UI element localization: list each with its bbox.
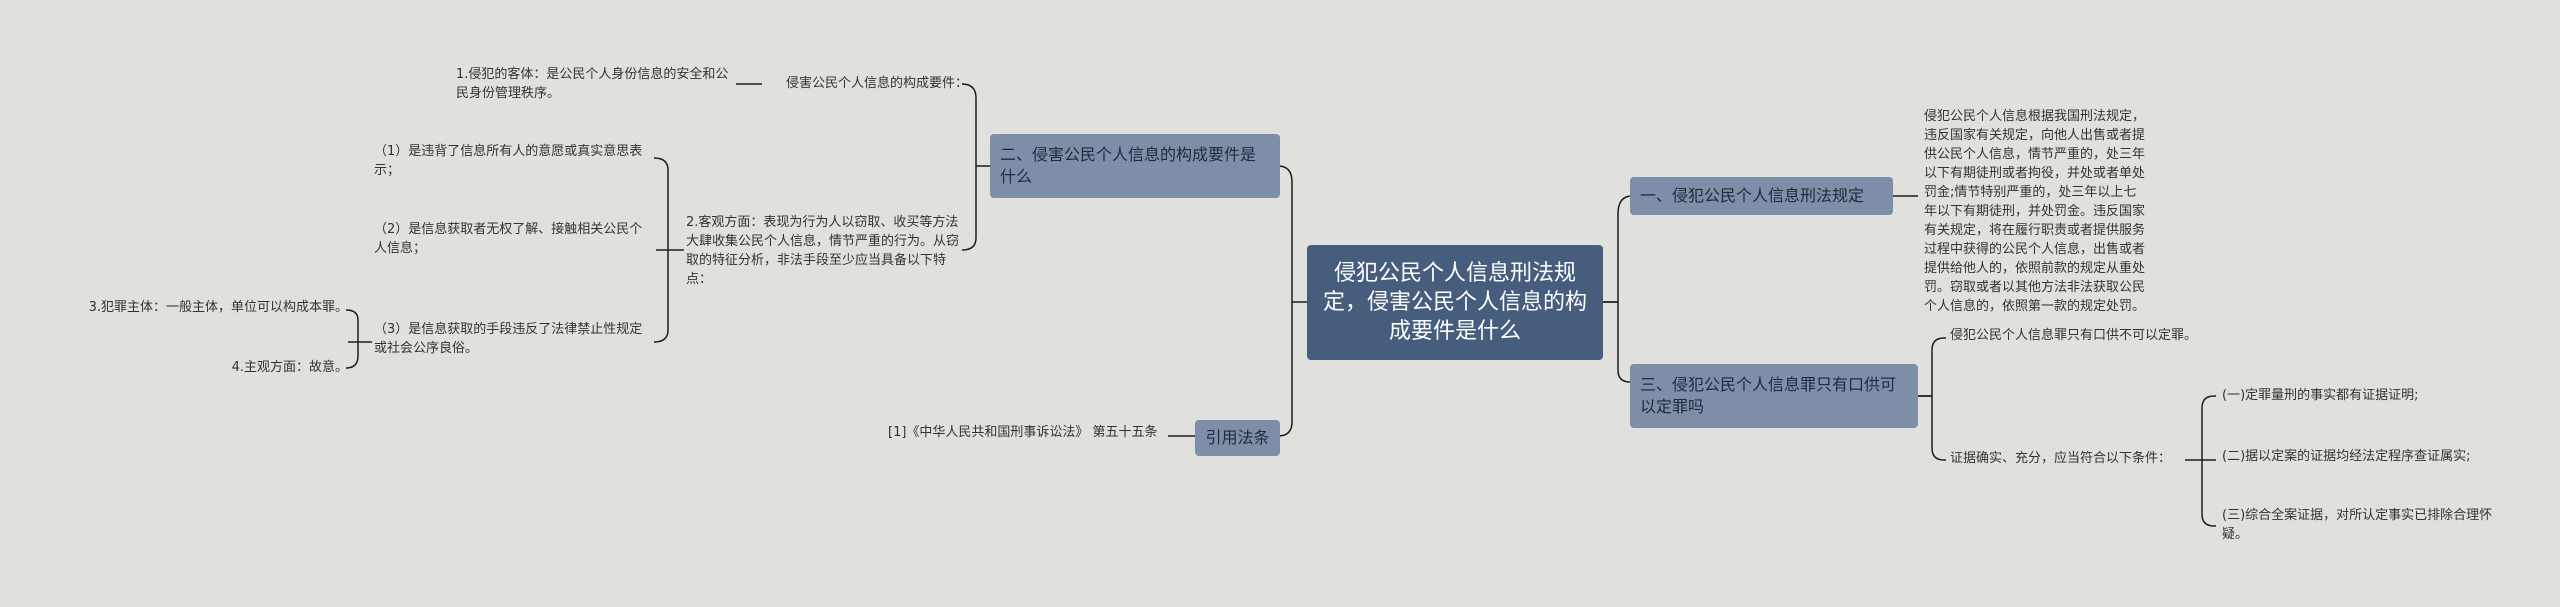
- criminal-law-text-body: 侵犯公民个人信息根据我国刑法规定，违反国家有关规定，向他人出售或者提供公民个人信…: [1924, 109, 2146, 314]
- branch-constituent-elements[interactable]: 二、侵害公民个人信息的构成要件是什么: [990, 134, 1280, 198]
- element-subject-text: 3.犯罪主体：一般主体，单位可以构成本罪。: [88, 300, 348, 315]
- element-objective: 2.客观方面：表现为行为人以窃取、收买等方法大肆收集公民个人信息，情节严重的行为…: [686, 213, 964, 289]
- central-topic-text: 侵犯公民个人信息刑法规定，侵害公民个人信息的构成要件是什么: [1322, 261, 1587, 344]
- evidence-condition-3-text: (三)综合全案证据，对所认定事实已排除合理怀疑。: [2222, 508, 2493, 542]
- objective-feature-2-text: （2）是信息获取者无权了解、接触相关公民个人信息；: [374, 222, 643, 256]
- objective-feature-2: （2）是信息获取者无权了解、接触相关公民个人信息；: [374, 220, 652, 258]
- evidence-conditions-text: 证据确实、充分，应当符合以下条件：: [1950, 451, 2172, 466]
- evidence-condition-2: (二)据以定案的证据均经法定程序查证属实;: [2222, 447, 2482, 466]
- element-object-text: 1.侵犯的客体：是公民个人身份信息的安全和公民身份管理秩序。: [456, 67, 729, 101]
- element-object: 1.侵犯的客体：是公民个人身份信息的安全和公民身份管理秩序。: [456, 65, 732, 103]
- branch-confession-label: 三、侵犯公民个人信息罪只有口供可以定罪吗: [1640, 375, 1897, 416]
- objective-feature-1: （1）是违背了信息所有人的意愿或真实意思表示；: [374, 142, 652, 180]
- elements-heading: 侵害公民个人信息的构成要件：: [740, 74, 968, 93]
- evidence-condition-1: (一)定罪量刑的事实都有证据证明;: [2222, 386, 2462, 405]
- branch-criminal-law-label: 一、侵犯公民个人信息刑法规定: [1640, 186, 1865, 205]
- elements-heading-text: 侵害公民个人信息的构成要件：: [785, 76, 968, 91]
- branch-confession[interactable]: 三、侵犯公民个人信息罪只有口供可以定罪吗: [1630, 364, 1918, 428]
- branch-constituent-elements-label: 二、侵害公民个人信息的构成要件是什么: [1000, 145, 1257, 186]
- branch-cited-law[interactable]: 引用法条: [1195, 420, 1280, 456]
- objective-feature-3-text: （3）是信息获取的手段违反了法律禁止性规定或社会公序良俗。: [374, 322, 643, 356]
- objective-feature-1-text: （1）是违背了信息所有人的意愿或真实意思表示；: [374, 144, 643, 178]
- objective-feature-3: （3）是信息获取的手段违反了法律禁止性规定或社会公序良俗。: [374, 320, 652, 358]
- evidence-condition-1-text: (一)定罪量刑的事实都有证据证明;: [2222, 388, 2419, 403]
- element-objective-text: 2.客观方面：表现为行为人以窃取、收买等方法大肆收集公民个人信息，情节严重的行为…: [686, 215, 960, 287]
- element-subjective: 4.主观方面：故意。: [100, 358, 348, 377]
- branch-criminal-law[interactable]: 一、侵犯公民个人信息刑法规定: [1630, 177, 1893, 215]
- cited-law-text: [1]《中华人民共和国刑事诉讼法》 第五十五条: [888, 423, 1166, 442]
- element-subjective-text: 4.主观方面：故意。: [231, 360, 348, 375]
- cited-law-text-body: [1]《中华人民共和国刑事诉讼法》 第五十五条: [888, 425, 1158, 440]
- confession-answer: 侵犯公民个人信息罪只有口供不可以定罪。: [1950, 326, 2210, 345]
- element-subject: 3.犯罪主体：一般主体，单位可以构成本罪。: [30, 298, 348, 317]
- central-topic[interactable]: 侵犯公民个人信息刑法规定，侵害公民个人信息的构成要件是什么: [1307, 245, 1603, 360]
- evidence-conditions: 证据确实、充分，应当符合以下条件：: [1950, 449, 2190, 468]
- confession-answer-text: 侵犯公民个人信息罪只有口供不可以定罪。: [1950, 328, 2198, 343]
- evidence-condition-2-text: (二)据以定案的证据均经法定程序查证属实;: [2222, 449, 2471, 464]
- evidence-condition-3: (三)综合全案证据，对所认定事实已排除合理怀疑。: [2222, 506, 2497, 544]
- branch-cited-law-label: 引用法条: [1205, 428, 1270, 447]
- criminal-law-text: 侵犯公民个人信息根据我国刑法规定，违反国家有关规定，向他人出售或者提供公民个人信…: [1924, 107, 2146, 316]
